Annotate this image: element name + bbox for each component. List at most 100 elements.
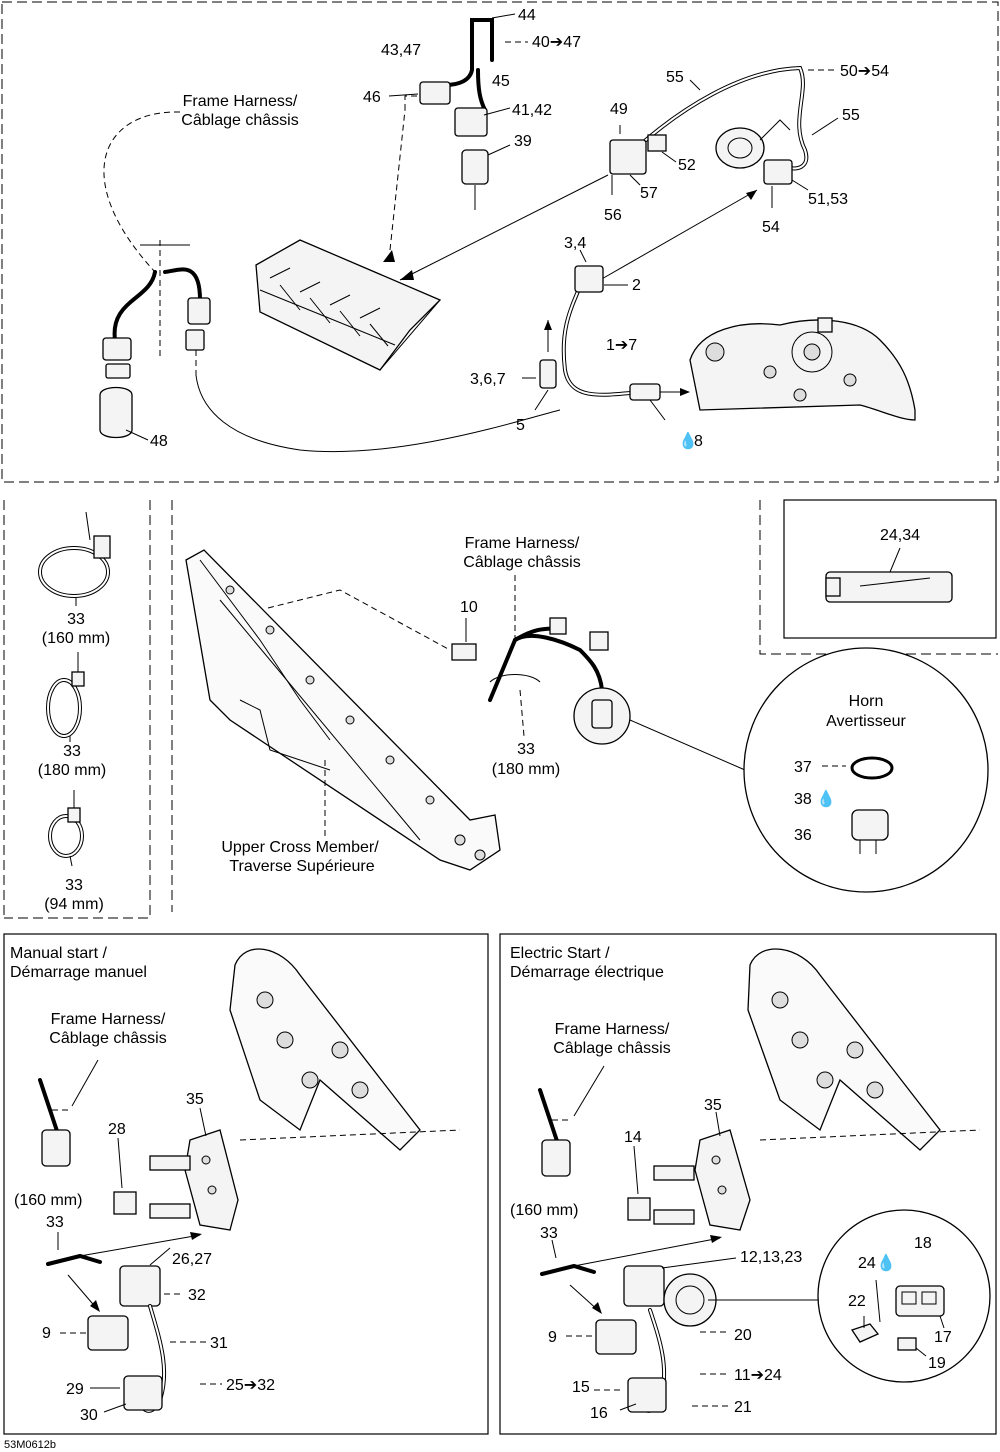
- frame-harness-label-en: Frame Harness/: [183, 93, 298, 110]
- electric-callout-14: 14: [624, 1129, 642, 1146]
- connector-46: [419, 81, 451, 105]
- upper-cross-member-en: Upper Cross Member/: [221, 839, 379, 856]
- sensor-8: [629, 383, 661, 401]
- electric-callout-17: 17: [934, 1329, 952, 1346]
- cable-tie-160: [38, 511, 111, 606]
- frame-harness-label-fr: Câblage châssis: [181, 112, 298, 129]
- fuse-box-17: [895, 1285, 945, 1317]
- part-14: [627, 1197, 651, 1221]
- part-28: [113, 1191, 137, 1215]
- electric-frame-harness-en: Frame Harness/: [555, 1021, 670, 1038]
- callout-51-53: 51,53: [808, 191, 848, 208]
- connector-body-55: [715, 127, 765, 169]
- electric-callout-12-13-23: 12,13,23: [740, 1249, 802, 1266]
- frame-harness-label-en-mid: Frame Harness/: [465, 535, 580, 552]
- callout-45: 45: [492, 73, 510, 90]
- callout-43-47: 43,47: [381, 42, 421, 59]
- cable-tie-180-size: (180 mm): [38, 762, 106, 779]
- frame-cross-member-panel: Upper Cross Member/ Traverse Supérieure …: [185, 535, 746, 875]
- electric-callout-35: 35: [704, 1097, 722, 1114]
- cable-ties-panel: 33 (160 mm) 33 (180 mm) 33 (94 mm): [38, 511, 111, 913]
- part-29-30: [123, 1375, 163, 1411]
- sensor-39: [461, 149, 489, 185]
- horn-ring-37: [850, 756, 894, 780]
- frame-harness-leader: [103, 111, 181, 273]
- electric-size-160: (160 mm): [510, 1202, 578, 1219]
- horn-title-en: Horn: [849, 693, 884, 710]
- callout-44: 44: [518, 7, 536, 24]
- electric-callout-18: 18: [914, 1235, 932, 1252]
- manual-callout-30: 30: [80, 1407, 98, 1424]
- cable-tie-180: [46, 652, 85, 742]
- callout-55-right: 55: [842, 107, 860, 124]
- callout-10: 10: [460, 599, 478, 616]
- manual-callout-28: 28: [108, 1121, 126, 1138]
- connector-2: [574, 265, 604, 293]
- manual-start-title-en: Manual start /: [10, 945, 107, 962]
- callout-37: 37: [794, 759, 812, 776]
- manual-callout-33: 33: [46, 1214, 64, 1231]
- horn-title-fr: Avertisseur: [826, 713, 906, 730]
- sensor-group-2: [522, 249, 690, 421]
- callout-48: 48: [150, 433, 168, 450]
- cable-tie-160-part: 33: [67, 611, 85, 628]
- top-section: Frame Harness/ Câblage châssis 48: [99, 7, 916, 453]
- mounting-plate-35: [184, 1129, 239, 1231]
- sensor-5: [539, 359, 557, 389]
- electric-callout-24: 24: [858, 1255, 876, 1272]
- callout-54: 54: [762, 219, 780, 236]
- electric-part-9: [595, 1319, 637, 1355]
- callout-3-4: 3,4: [564, 235, 586, 252]
- part-9: [87, 1315, 129, 1351]
- control-module: [255, 239, 442, 371]
- electric-start-title-fr: Démarrage électrique: [510, 964, 664, 981]
- electric-callout-33: 33: [540, 1225, 558, 1242]
- sensor-10: [451, 643, 477, 661]
- callout-5: 5: [516, 417, 525, 434]
- manual-callout-9: 9: [42, 1325, 51, 1342]
- electric-callout-21: 21: [734, 1399, 752, 1416]
- callout-8: 8: [694, 433, 703, 450]
- part-26-27: [119, 1265, 161, 1307]
- document-id: 53M0612b: [4, 1439, 56, 1451]
- manual-frame-harness-en: Frame Harness/: [51, 1011, 166, 1028]
- connector-45: [454, 107, 488, 137]
- electric-callout-19: 19: [928, 1355, 946, 1372]
- callout-2: 2: [632, 277, 641, 294]
- callout-49: 49: [610, 101, 628, 118]
- electric-callout-11-24: 11➔24: [734, 1367, 782, 1384]
- callout-39: 39: [514, 133, 532, 150]
- callout-1-7: 1➔7: [606, 337, 637, 354]
- part-48: [99, 386, 133, 439]
- manual-callout-31: 31: [210, 1335, 228, 1352]
- manual-start-panel: Manual start / Démarrage manuel Frame Ha…: [10, 945, 461, 1424]
- connector-52: [647, 134, 667, 152]
- part-12-13-23: [623, 1265, 665, 1307]
- horn-36: [851, 809, 889, 841]
- cable-tie-180-part: 33: [63, 743, 81, 760]
- electric-callout-20: 20: [734, 1327, 752, 1344]
- callout-46: 46: [363, 89, 381, 106]
- engine-housing: [689, 317, 916, 421]
- connector-57: [609, 139, 647, 175]
- manual-callout-25-32: 25➔32: [226, 1377, 275, 1394]
- cable-tie-94-size: (94 mm): [44, 896, 104, 913]
- callout-55-top: 55: [666, 69, 684, 86]
- electric-callout-15: 15: [572, 1379, 590, 1396]
- cable-tie-94-part: 33: [65, 877, 83, 894]
- connector-51-53: [763, 159, 793, 185]
- lubricant-panel: 24,34: [825, 527, 953, 603]
- harness-55: [399, 65, 839, 281]
- sensor-group-44: [383, 13, 528, 262]
- frame-harness-branch: [99, 240, 561, 453]
- horn-detail-circle: Horn Avertisseur 37 38 💧 36: [743, 647, 989, 893]
- electric-mounting-plate-35: [694, 1129, 751, 1231]
- part-15-16: [627, 1377, 667, 1413]
- manual-size-160: (160 mm): [14, 1192, 82, 1209]
- callout-40-47: 40➔47: [532, 34, 581, 51]
- callout-50-54: 50➔54: [840, 63, 889, 80]
- manual-frame-harness-fr: Câblage châssis: [49, 1030, 166, 1047]
- droplet-38: 💧: [816, 789, 836, 808]
